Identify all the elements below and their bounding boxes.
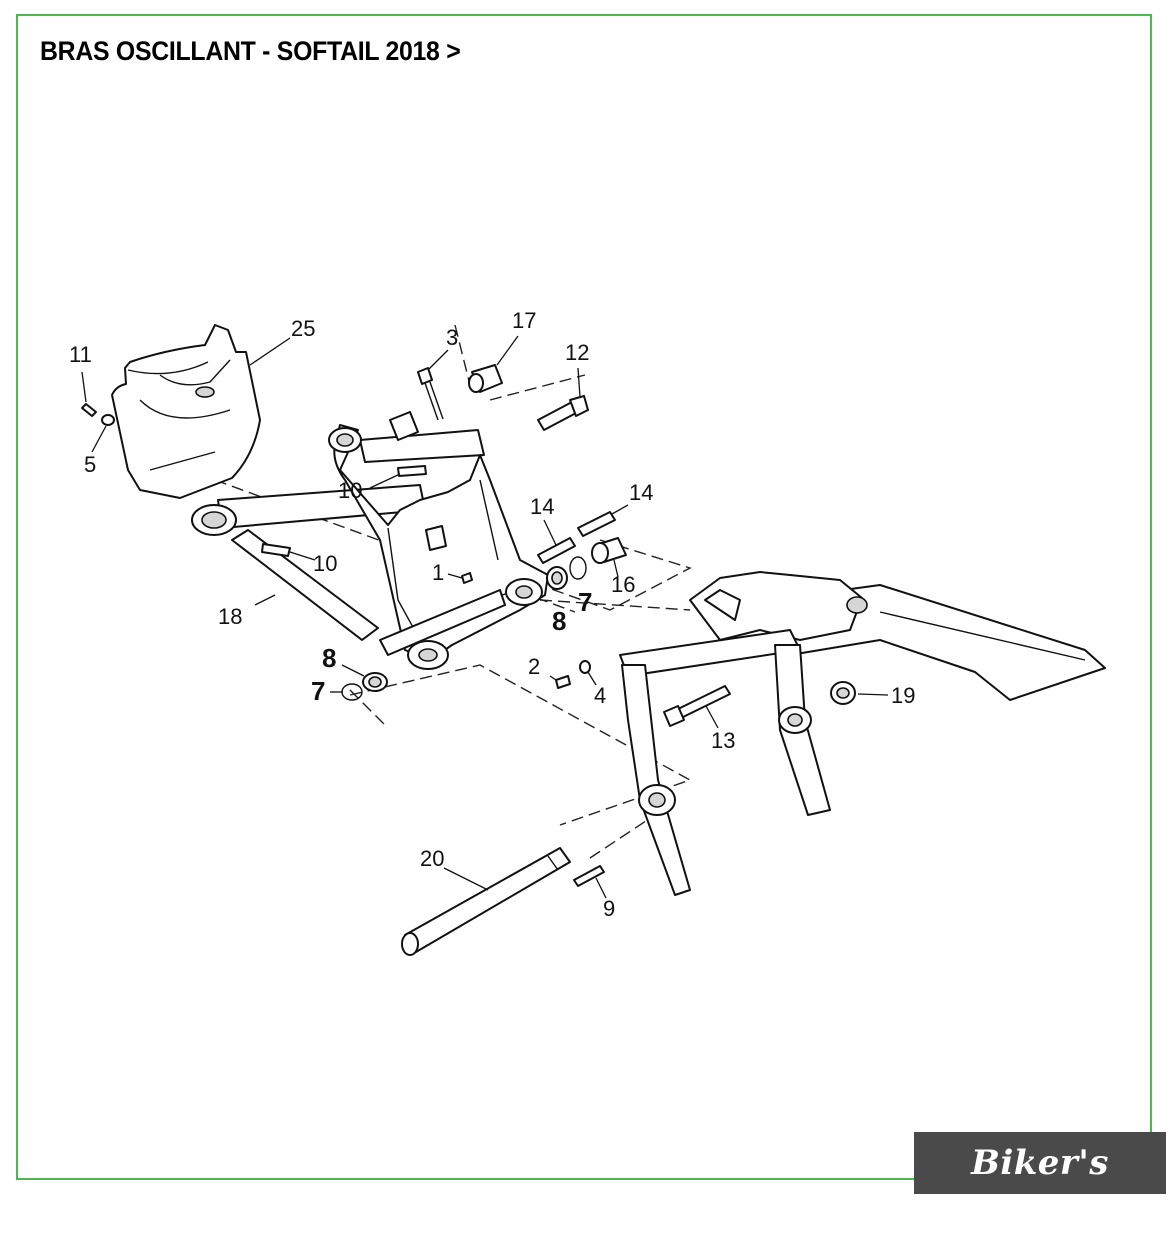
diagram-frame	[16, 14, 1152, 1180]
callout-16: 16	[611, 572, 635, 597]
callout-7-lower: 7	[311, 676, 325, 706]
callout-10-lower: 10	[313, 551, 337, 576]
diagram-title: BRAS OSCILLANT - SOFTAIL 2018 >	[40, 36, 461, 66]
callout-5: 5	[84, 452, 96, 477]
callout-18: 18	[218, 604, 242, 629]
swingarm-part	[191, 411, 549, 670]
callout-8-lower: 8	[322, 643, 336, 673]
callout-7-upper: 7	[578, 587, 592, 617]
callout-14-right: 14	[629, 480, 653, 505]
callout-9: 9	[603, 896, 615, 921]
callout-8-upper: 8	[552, 606, 566, 636]
exploded-parts-diagram: 25 11 5 3 17 12 10 10 14 14 1 16 8 7 18 …	[69, 308, 1106, 956]
callout-13: 13	[711, 728, 735, 753]
callout-11: 11	[69, 342, 92, 367]
callout-labels: 25 11 5 3 17 12 10 10 14 14 1 16 8 7 18 …	[69, 308, 915, 921]
bikers-store-logo: Biker's Store	[914, 1132, 1166, 1245]
callout-14-left: 14	[530, 494, 554, 519]
callout-20: 20	[420, 846, 444, 871]
fasteners	[81, 364, 856, 887]
callout-17: 17	[512, 308, 536, 333]
callout-10-upper: 10	[338, 478, 362, 503]
callout-25: 25	[291, 316, 315, 341]
motorcycle-frame-part	[619, 571, 1106, 896]
leader-lines	[81, 335, 889, 899]
callout-12: 12	[565, 340, 589, 365]
pivot-shaft-part	[401, 847, 571, 956]
callout-4: 4	[594, 683, 606, 708]
callout-3: 3	[446, 325, 458, 350]
callout-19: 19	[891, 683, 915, 708]
callout-1: 1	[432, 560, 444, 585]
callout-2: 2	[528, 654, 540, 679]
swingarm-cover-part	[111, 324, 261, 499]
